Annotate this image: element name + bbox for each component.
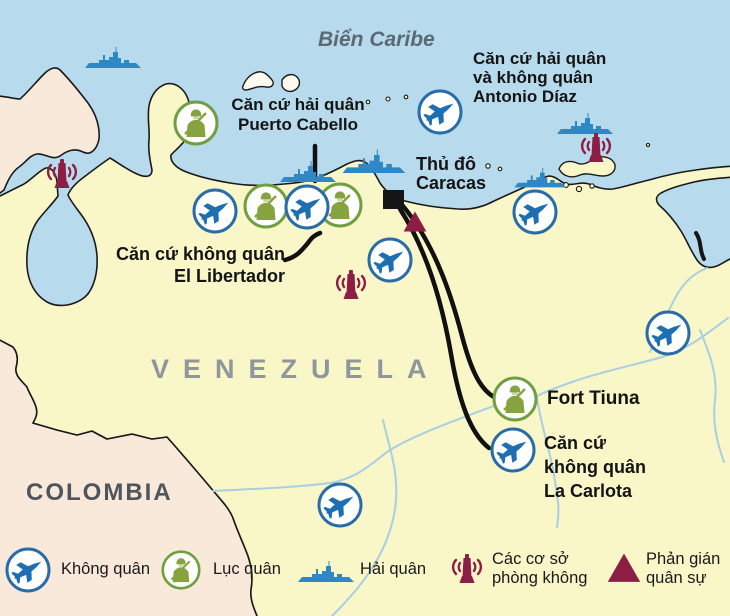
jet-icon xyxy=(645,310,691,356)
jet-icon xyxy=(512,189,558,235)
el-libertador-label: Căn cứ không quân El Libertador xyxy=(115,244,285,286)
jet-icon-legend xyxy=(5,547,51,593)
legend-army-label: Lục quân xyxy=(213,560,281,578)
antonio-diaz-label: Căn cứ hải quân và không quân Antonio Dí… xyxy=(473,49,607,106)
colombia-country-label: COLOMBIA xyxy=(26,479,173,506)
jet-icon-antonio-diaz xyxy=(417,89,463,135)
island-bonaire xyxy=(281,73,301,93)
soldier-icon-fort-tiuna xyxy=(492,376,538,422)
fort-tiuna-label: Fort Tiuna xyxy=(547,388,640,409)
jet-icon xyxy=(367,237,413,283)
connector-lines xyxy=(282,143,497,451)
river-south xyxy=(536,397,560,528)
river-west xyxy=(331,419,398,616)
delta-channel xyxy=(694,231,706,261)
el-libertador-pointer xyxy=(282,230,323,263)
caracas-fort-tiuna-line xyxy=(400,203,497,400)
caracas-la-carlota-line xyxy=(397,206,492,451)
caracas-square-marker xyxy=(383,190,404,209)
island-curacao xyxy=(241,71,274,91)
sea-label: Biển Caribe xyxy=(318,28,435,51)
soldier-icon-legend xyxy=(161,550,201,590)
jet-icon xyxy=(192,188,238,234)
river-east-edge xyxy=(699,329,725,463)
jet-icon-la-carlota xyxy=(490,427,536,473)
radar-icon-legend xyxy=(451,552,483,585)
small-islets xyxy=(365,94,651,193)
soldier-icon xyxy=(243,183,289,229)
jet-icon xyxy=(284,184,330,230)
caracas-label: Thủ đô Caracas xyxy=(416,154,487,193)
jet-icon xyxy=(317,482,363,528)
river-orinoco xyxy=(536,317,729,397)
triangle-icon-legend xyxy=(607,553,641,582)
la-carlota-label: Căn cứ không quân La Carlota xyxy=(544,433,646,501)
puerto-cabello-label: Căn cứ hải quân Puerto Cabello xyxy=(231,95,365,134)
ship-icon-legend xyxy=(298,561,354,582)
legend-air-force-label: Không quân xyxy=(61,560,151,578)
venezuela-country-label: VENEZUELA xyxy=(151,354,441,384)
legend-counterintel-label: Phản gián quân sự xyxy=(646,550,721,587)
colombia-guajira-peninsula xyxy=(0,67,100,194)
legend-air-defense-label: Các cơ sở phòng không xyxy=(492,550,588,587)
legend-navy-label: Hải quân xyxy=(360,560,427,578)
